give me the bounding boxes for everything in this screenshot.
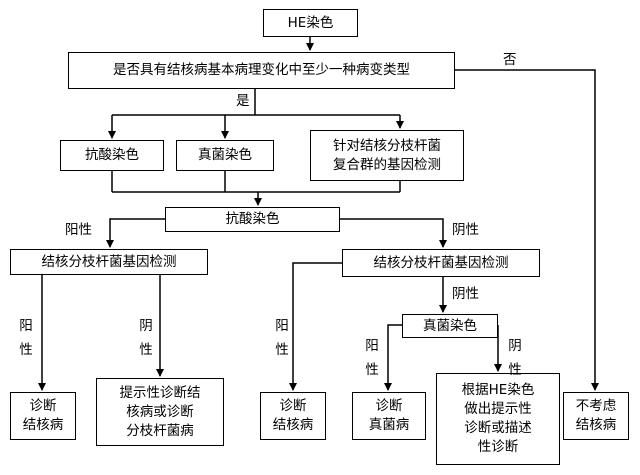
label-fungal-positive: 阳 性 [365,338,379,378]
node-result-dx-tb-right: 诊断 结核病 [260,392,326,440]
node-mtb-complex-test: 针对结核分枝杆菌 复合群的基因检测 [310,130,464,181]
edge-afb-negative [340,218,447,248]
node-fungal-stain-1: 真菌染色 [176,140,274,171]
edge-afb-positive [106,218,165,248]
label-fungal-negative: 阴 性 [508,338,522,378]
label-gene-right-positive: 阳 性 [275,318,289,358]
node-result-suggestive: 提示性诊断结 核病或诊断 分枝杆菌病 [96,378,224,446]
label-yes: 是 [236,93,250,109]
node-afb-stain-1: 抗酸染色 [60,140,164,171]
label-gene-left-negative: 阴 性 [139,318,153,358]
node-result-dx-tb-left: 诊断 结核病 [10,392,76,440]
node-mtb-gene-test-left: 结核分枝杆菌基因检测 [10,249,208,275]
label-no: 否 [503,52,517,68]
node-result-he-descriptive: 根据HE染色 做出提示性 诊断或描述 性诊断 [436,373,560,465]
node-he-stain: HE染色 [263,9,358,37]
edge-fungal-pos [384,324,402,391]
node-fungal-stain-2: 真菌染色 [402,314,498,338]
node-result-dx-fungal: 诊断 真菌病 [352,392,426,440]
label-gene-right-negative: 阴性 [452,286,479,302]
node-afb-stain-2: 抗酸染色 [165,207,340,232]
node-mtb-gene-test-right: 结核分枝杆菌基因检测 [342,249,540,277]
node-result-not-tb: 不考虑 结核病 [563,392,629,440]
node-question: 是否具有结核病基本病理变化中至少一种病变类型 [68,52,455,89]
label-gene-left-positive: 阳 性 [19,318,33,358]
label-afb-positive: 阳性 [65,222,92,238]
edge-no-branch [455,69,599,391]
edge-gene-right-pos [289,262,342,391]
label-afb-negative: 阴性 [452,222,479,238]
